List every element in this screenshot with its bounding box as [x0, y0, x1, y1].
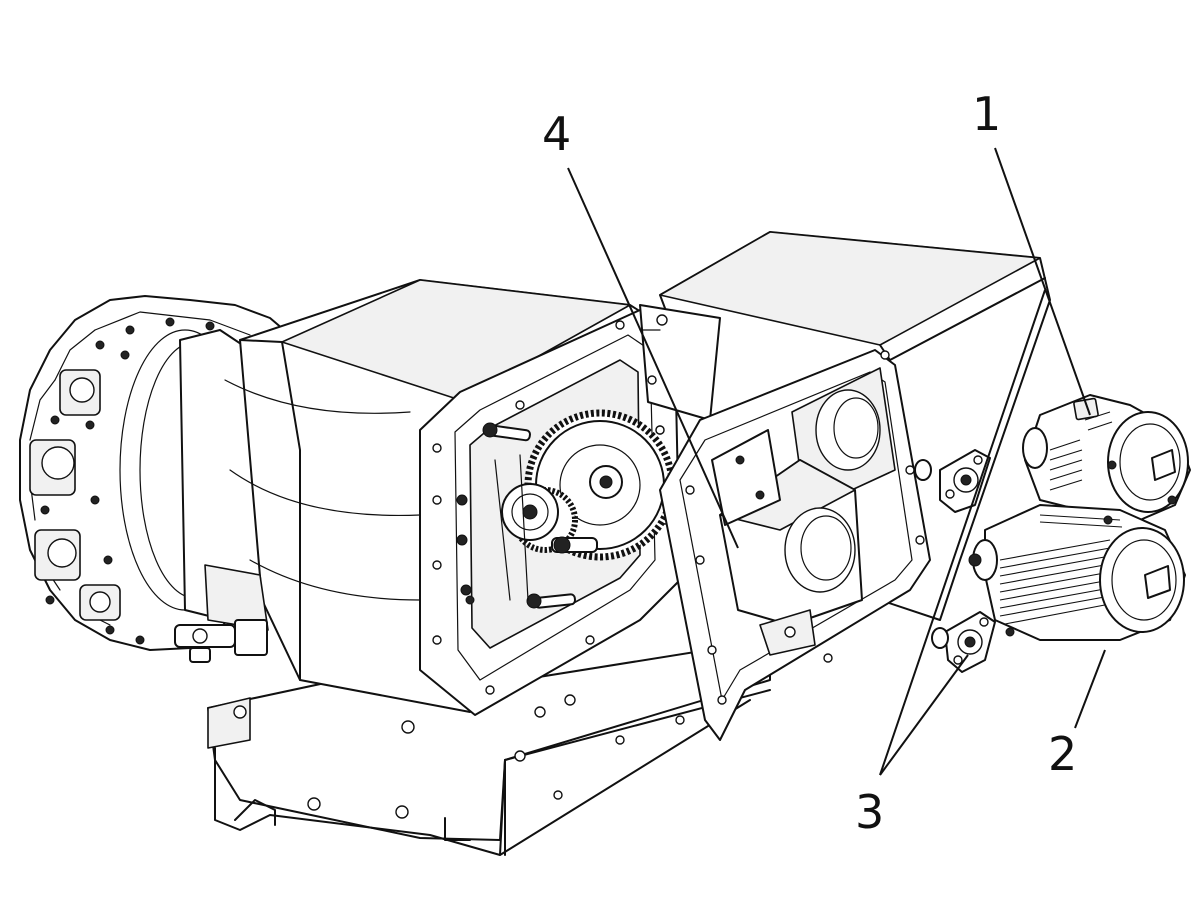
lower-motor-fins [999, 514, 1123, 625]
leader-line-4 [567, 167, 739, 549]
servo-motor-upper [1022, 394, 1191, 521]
callout-labels: 1 2 3 4 [542, 87, 1077, 839]
leader-line-3a [879, 289, 1046, 776]
upper-motor-mount-window [791, 367, 896, 501]
coupling-plate-lower [931, 611, 996, 673]
leader-line-3b [879, 654, 969, 776]
leader-line-2 [1074, 649, 1106, 729]
coupling-plate-upper [914, 449, 991, 513]
upper-motor-fins [1049, 411, 1113, 491]
callout-1: 1 [972, 87, 1001, 141]
coolant-fitting [174, 619, 268, 663]
side-bolts [456, 494, 475, 605]
leader-line-1 [994, 147, 1091, 416]
small-pinion-gear [501, 483, 578, 553]
leader-lines [567, 147, 1106, 776]
mount-block-small [711, 429, 781, 526]
gear-face-plate [419, 309, 681, 716]
servo-motor-lower [968, 504, 1186, 641]
adapter-plate [659, 349, 931, 741]
callout-4: 4 [542, 107, 571, 161]
callout-2: 2 [1048, 727, 1077, 781]
callout-3: 3 [855, 785, 884, 839]
guide-rods [482, 422, 598, 609]
